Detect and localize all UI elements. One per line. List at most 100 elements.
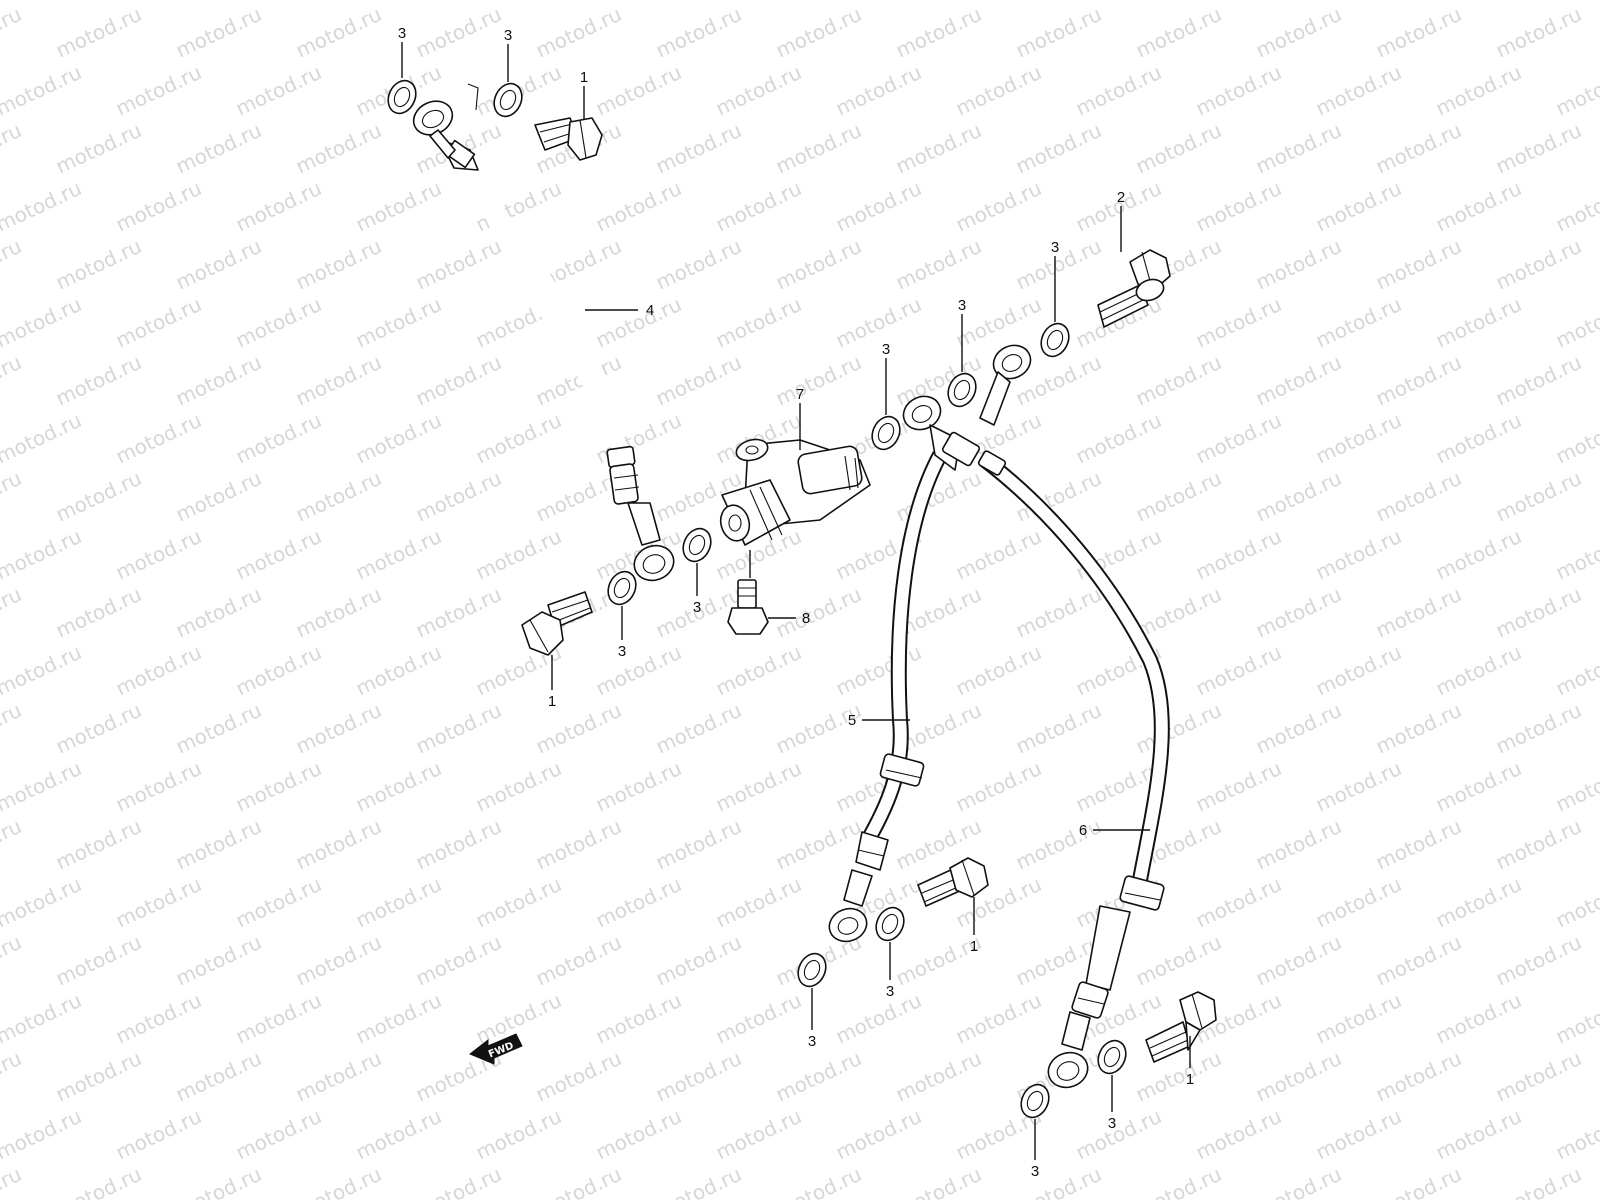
watermark-text: motod.ru	[892, 1162, 985, 1200]
watermark-text: motod.ru	[1132, 930, 1225, 991]
union-bolt-1-middle[interactable]	[917, 857, 989, 907]
watermark-text: motod.ru	[292, 930, 385, 991]
watermark-text: motod.ru	[0, 1046, 25, 1107]
watermark-text: motod.ru	[592, 176, 685, 237]
washer-3-b	[493, 82, 523, 118]
watermark-text: motod.ru	[592, 640, 685, 701]
watermark-text: motod.ru	[0, 930, 25, 991]
watermark-text: motod.ru	[412, 234, 505, 295]
watermark-text: motod.ru	[772, 234, 865, 295]
watermark-text: motod.ru	[652, 118, 745, 179]
watermark-text: motod.ru	[0, 1162, 25, 1200]
mounting-bolt-8[interactable]	[727, 579, 769, 635]
watermark-text: motod.ru	[1312, 176, 1405, 237]
union-bolt-1-bottom[interactable]	[1145, 991, 1217, 1063]
watermark-text: motod.ru	[1552, 1104, 1600, 1165]
watermark-text: motod.ru	[772, 814, 865, 875]
watermark-text: motod.ru	[712, 60, 805, 121]
watermark-text: motod.ru	[1072, 176, 1165, 237]
watermark-text: motod.ru	[112, 292, 205, 353]
watermark-text: motod.ru	[1492, 1162, 1585, 1200]
watermark-text: motod.ru	[592, 872, 685, 933]
washer-3-e	[871, 415, 901, 451]
watermark-text: motod.ru	[232, 524, 325, 585]
callout-part-3: 3	[958, 297, 966, 314]
watermark-text: motod.ru	[232, 60, 325, 121]
watermark-text: motod.ru	[472, 0, 565, 5]
watermark-text: motod.ru	[1252, 1162, 1345, 1200]
watermark-text: motod.ru	[232, 640, 325, 701]
watermark-text: motod.ru	[892, 1046, 985, 1107]
watermark-text: motod.ru	[1372, 1046, 1465, 1107]
watermark-text: motod.ru	[52, 814, 145, 875]
watermark-text: motod.ru	[1432, 0, 1525, 5]
watermark-text: motod.ru	[532, 1046, 625, 1107]
watermark-text: motod.ru	[1132, 1162, 1225, 1200]
washer-3-k	[1020, 1083, 1050, 1119]
watermark-text: motod.ru	[232, 0, 325, 5]
watermark-text: motod.ru	[0, 582, 25, 643]
watermark-text: motod.ru	[172, 698, 265, 759]
callout-part-3: 3	[398, 25, 406, 42]
watermark-text: motod.ru	[0, 292, 85, 353]
watermark-text: motod.ru	[1312, 1104, 1405, 1165]
watermark-text: motod.ru	[1252, 814, 1345, 875]
watermark-text: motod.ru	[1072, 408, 1165, 469]
watermark-text: motod.ru	[1132, 350, 1225, 411]
brake-hose-4[interactable]	[408, 95, 678, 586]
watermark-text: motod.ru	[112, 988, 205, 1049]
watermark-text: motod.ru	[52, 1046, 145, 1107]
watermark-text: motod.ru	[292, 118, 385, 179]
watermark-text: motod.ru	[52, 698, 145, 759]
watermark-text: motod.ru	[952, 176, 1045, 237]
watermark-text: motod.ru	[52, 1162, 145, 1200]
callout-part-1: 1	[580, 69, 588, 86]
watermark-text: motod.ru	[892, 234, 985, 295]
watermark-text: motod.ru	[772, 582, 865, 643]
brake-hose-6[interactable]	[980, 453, 1170, 1093]
watermark-text: motod.ru	[1012, 1162, 1105, 1200]
watermark-text: motod.ru	[172, 2, 265, 63]
watermark-text: motod.ru	[1372, 2, 1465, 63]
callout-part-3: 3	[1031, 1163, 1039, 1180]
washer-3-d	[947, 372, 977, 408]
callout-part-2: 2	[1117, 189, 1125, 206]
watermark-text: motod.ru	[1492, 234, 1585, 295]
callout-part-3: 3	[618, 643, 626, 660]
watermark-text: motod.ru	[0, 988, 85, 1049]
watermark-text: motod.ru	[532, 2, 625, 63]
watermark-text: motod.ru	[1372, 930, 1465, 991]
watermark-text: motod.ru	[172, 234, 265, 295]
union-bolt-2[interactable]	[1097, 249, 1171, 328]
watermark-text: motod.ru	[1012, 582, 1105, 643]
watermark-text: motod.ru	[0, 872, 85, 933]
watermark-text: motod.ru	[1552, 408, 1600, 469]
watermark-text: motod.ru	[1312, 988, 1405, 1049]
watermark-text: motod.ru	[1432, 988, 1525, 1049]
union-bolt-1-left[interactable]	[521, 591, 593, 656]
callout-part-3: 3	[808, 1033, 816, 1050]
watermark-text: motod.ru	[0, 408, 85, 469]
watermark-text: motod.ru	[1072, 1104, 1165, 1165]
watermark-text: motod.ru	[172, 118, 265, 179]
callout-part-3: 3	[504, 27, 512, 44]
callout-labels: 3 3 1 2 3 4 3 3 7 3 3 8 1 5 6 1 3 3 1 3 …	[398, 25, 1194, 1180]
watermark-text: motod.ru	[1252, 2, 1345, 63]
watermark-text: motod.ru	[1312, 0, 1405, 5]
watermark-text: motod.ru	[232, 1104, 325, 1165]
watermark-text: motod.ru	[232, 176, 325, 237]
watermark-text: motod.ru	[112, 640, 205, 701]
hose-junction-fittings	[902, 344, 1032, 476]
watermark-text: motod.ru	[592, 1104, 685, 1165]
watermark-text: motod.ru	[1252, 118, 1345, 179]
watermark-text: motod.ru	[1192, 176, 1285, 237]
brake-hose-joint-7[interactable]	[717, 436, 871, 546]
watermark-text: motod.ru	[832, 1104, 925, 1165]
brake-hose-5[interactable]	[825, 451, 948, 947]
union-bolt-1-top[interactable]	[534, 117, 603, 161]
watermark-text: motod.ru	[112, 176, 205, 237]
watermark-text: motod.ru	[1252, 698, 1345, 759]
watermark-text: motod.ru	[532, 814, 625, 875]
watermark-text: motod.ru	[112, 756, 205, 817]
watermark-text: motod.ru	[652, 350, 745, 411]
